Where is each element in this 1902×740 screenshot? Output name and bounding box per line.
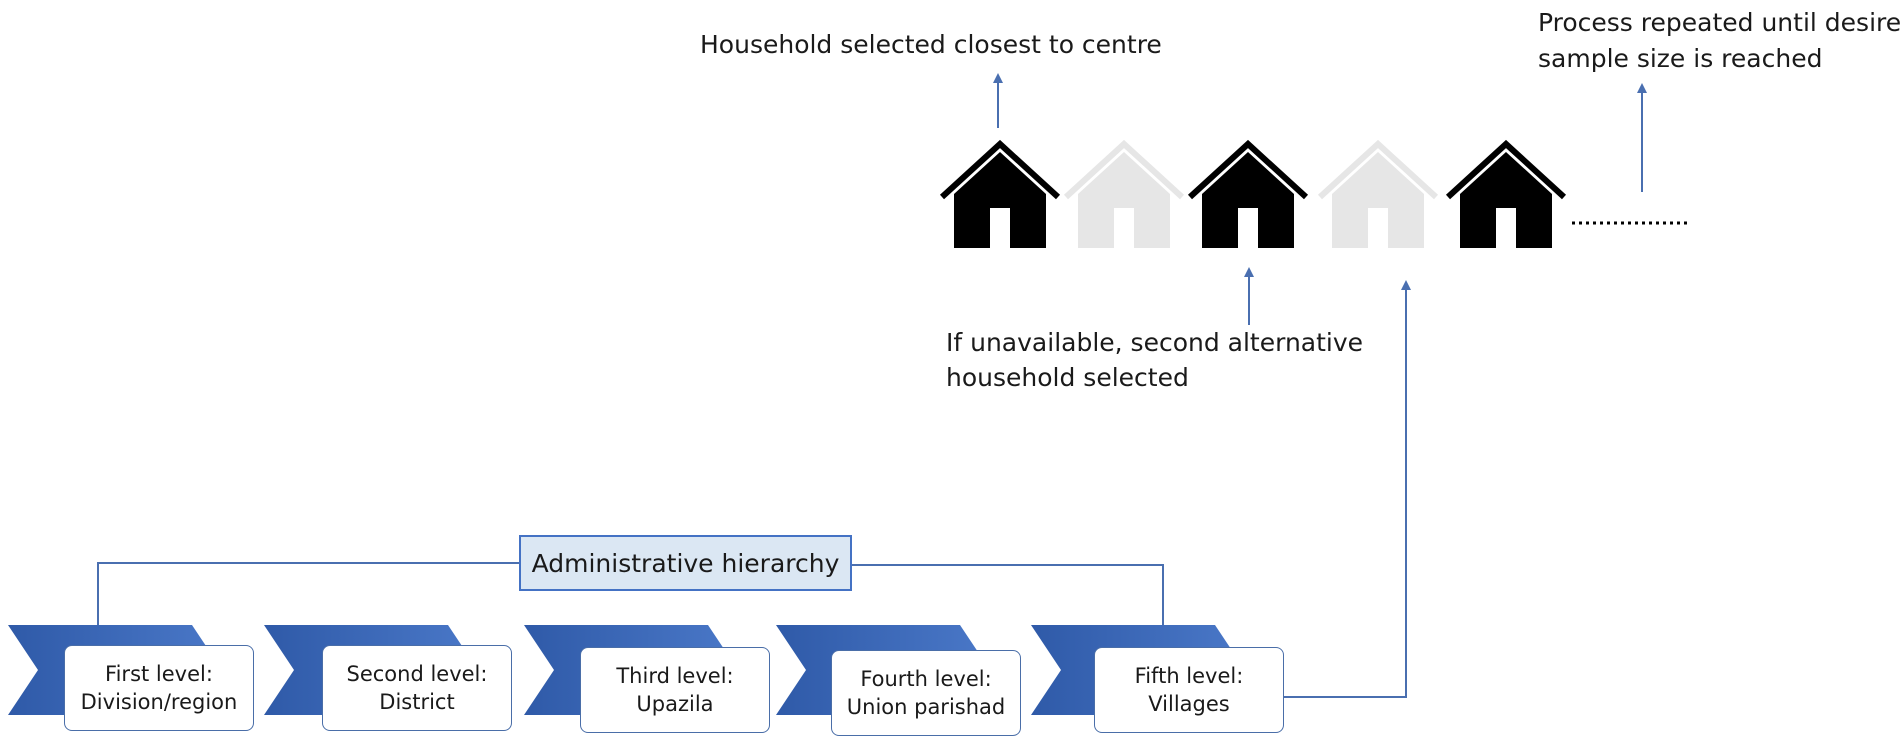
- level-name: Fifth level:: [1134, 664, 1244, 688]
- level-box-second: Second level: District: [322, 645, 512, 731]
- selected-household-label: Household selected closest to centre: [700, 30, 1162, 59]
- process-repeated-label-line1: Process repeated until desired: [1538, 8, 1902, 37]
- house-icon: [1187, 139, 1309, 248]
- level-box-fifth: Fifth level: Villages: [1094, 647, 1284, 733]
- level-box-third: Third level: Upazila: [580, 647, 770, 733]
- house-icon: [1445, 139, 1567, 248]
- level-name: First level:: [105, 662, 213, 686]
- level-value: Upazila: [636, 692, 714, 716]
- households-row: [939, 139, 1567, 248]
- bracket-right-line: [852, 564, 1164, 625]
- level-value: Villages: [1148, 692, 1230, 716]
- connector-to-households: [1284, 280, 1411, 698]
- house-icon: [939, 139, 1061, 248]
- bracket-left-line: [97, 562, 519, 625]
- level-box-fourth: Fourth level: Union parishad: [831, 650, 1021, 736]
- level-box-first: First level: Division/region: [64, 645, 254, 731]
- house-icon: [1063, 139, 1185, 248]
- alternative-household-label-line2: household selected: [946, 363, 1189, 392]
- level-value: District: [379, 690, 455, 714]
- level-name: Fourth level:: [860, 667, 992, 691]
- administrative-hierarchy-title: Administrative hierarchy: [519, 535, 852, 591]
- process-repeated-label-line2: sample size is reached: [1538, 44, 1823, 73]
- level-name: Third level:: [616, 664, 734, 688]
- level-value: Union parishad: [846, 695, 1006, 719]
- hierarchy-bracket: [97, 562, 1164, 625]
- level-name: Second level:: [346, 662, 488, 686]
- level-value: Division/region: [80, 690, 238, 714]
- alternative-household-label-line1: If unavailable, second alternative: [946, 328, 1364, 357]
- house-icon: [1317, 139, 1439, 248]
